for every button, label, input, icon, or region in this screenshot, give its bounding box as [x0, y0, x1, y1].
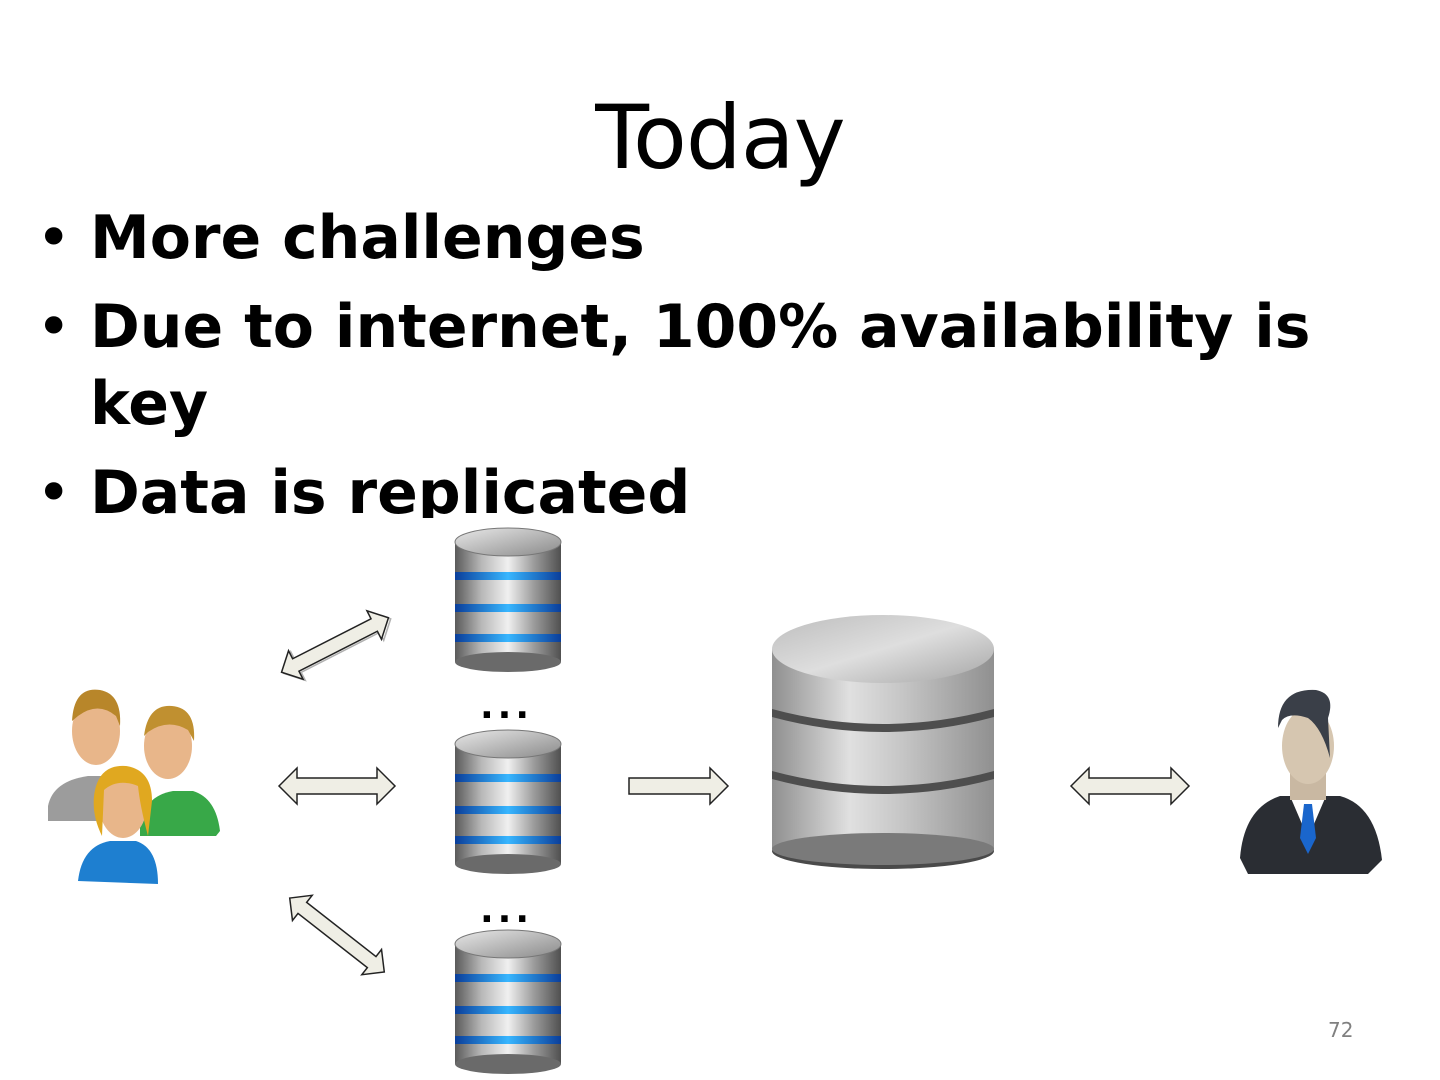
replica-db-bottom-icon [454, 929, 562, 1075]
bullet-item: • More challenges [32, 200, 1422, 277]
bullet-marker: • [36, 458, 72, 518]
right-arrow-icon [628, 766, 730, 806]
bullet-list: • More challenges • Due to internet, 100… [32, 200, 1422, 518]
users-group-icon [48, 689, 220, 884]
replica-db-top-icon [454, 527, 562, 673]
bullet-text: Data is replicated [90, 458, 691, 518]
page-number: 72 [1328, 1018, 1354, 1042]
ellipsis-label: ... [480, 686, 534, 727]
bullet-item: • Due to internet, 100% availability is … [32, 289, 1422, 443]
businessman-icon [1240, 689, 1382, 874]
bullet-text: More challenges [90, 203, 645, 273]
replica-db-middle-icon [454, 729, 562, 875]
bullet-item: • Data is replicated [32, 455, 1422, 518]
bullet-marker: • [36, 292, 72, 362]
central-db-icon [772, 615, 994, 869]
slide-title: Today [595, 86, 846, 189]
bullet-area: • More challenges • Due to internet, 100… [0, 0, 1440, 518]
bidirectional-arrow-icon [288, 894, 386, 976]
bidirectional-arrow-icon [277, 766, 397, 806]
bullet-marker: • [36, 203, 72, 273]
bidirectional-arrow-icon [280, 609, 392, 682]
bidirectional-arrow-icon [1069, 766, 1191, 806]
bullet-text: Due to internet, 100% availability is ke… [90, 292, 1311, 439]
replication-diagram: ... ... [0, 518, 1440, 1080]
ellipsis-label: ... [480, 890, 534, 931]
